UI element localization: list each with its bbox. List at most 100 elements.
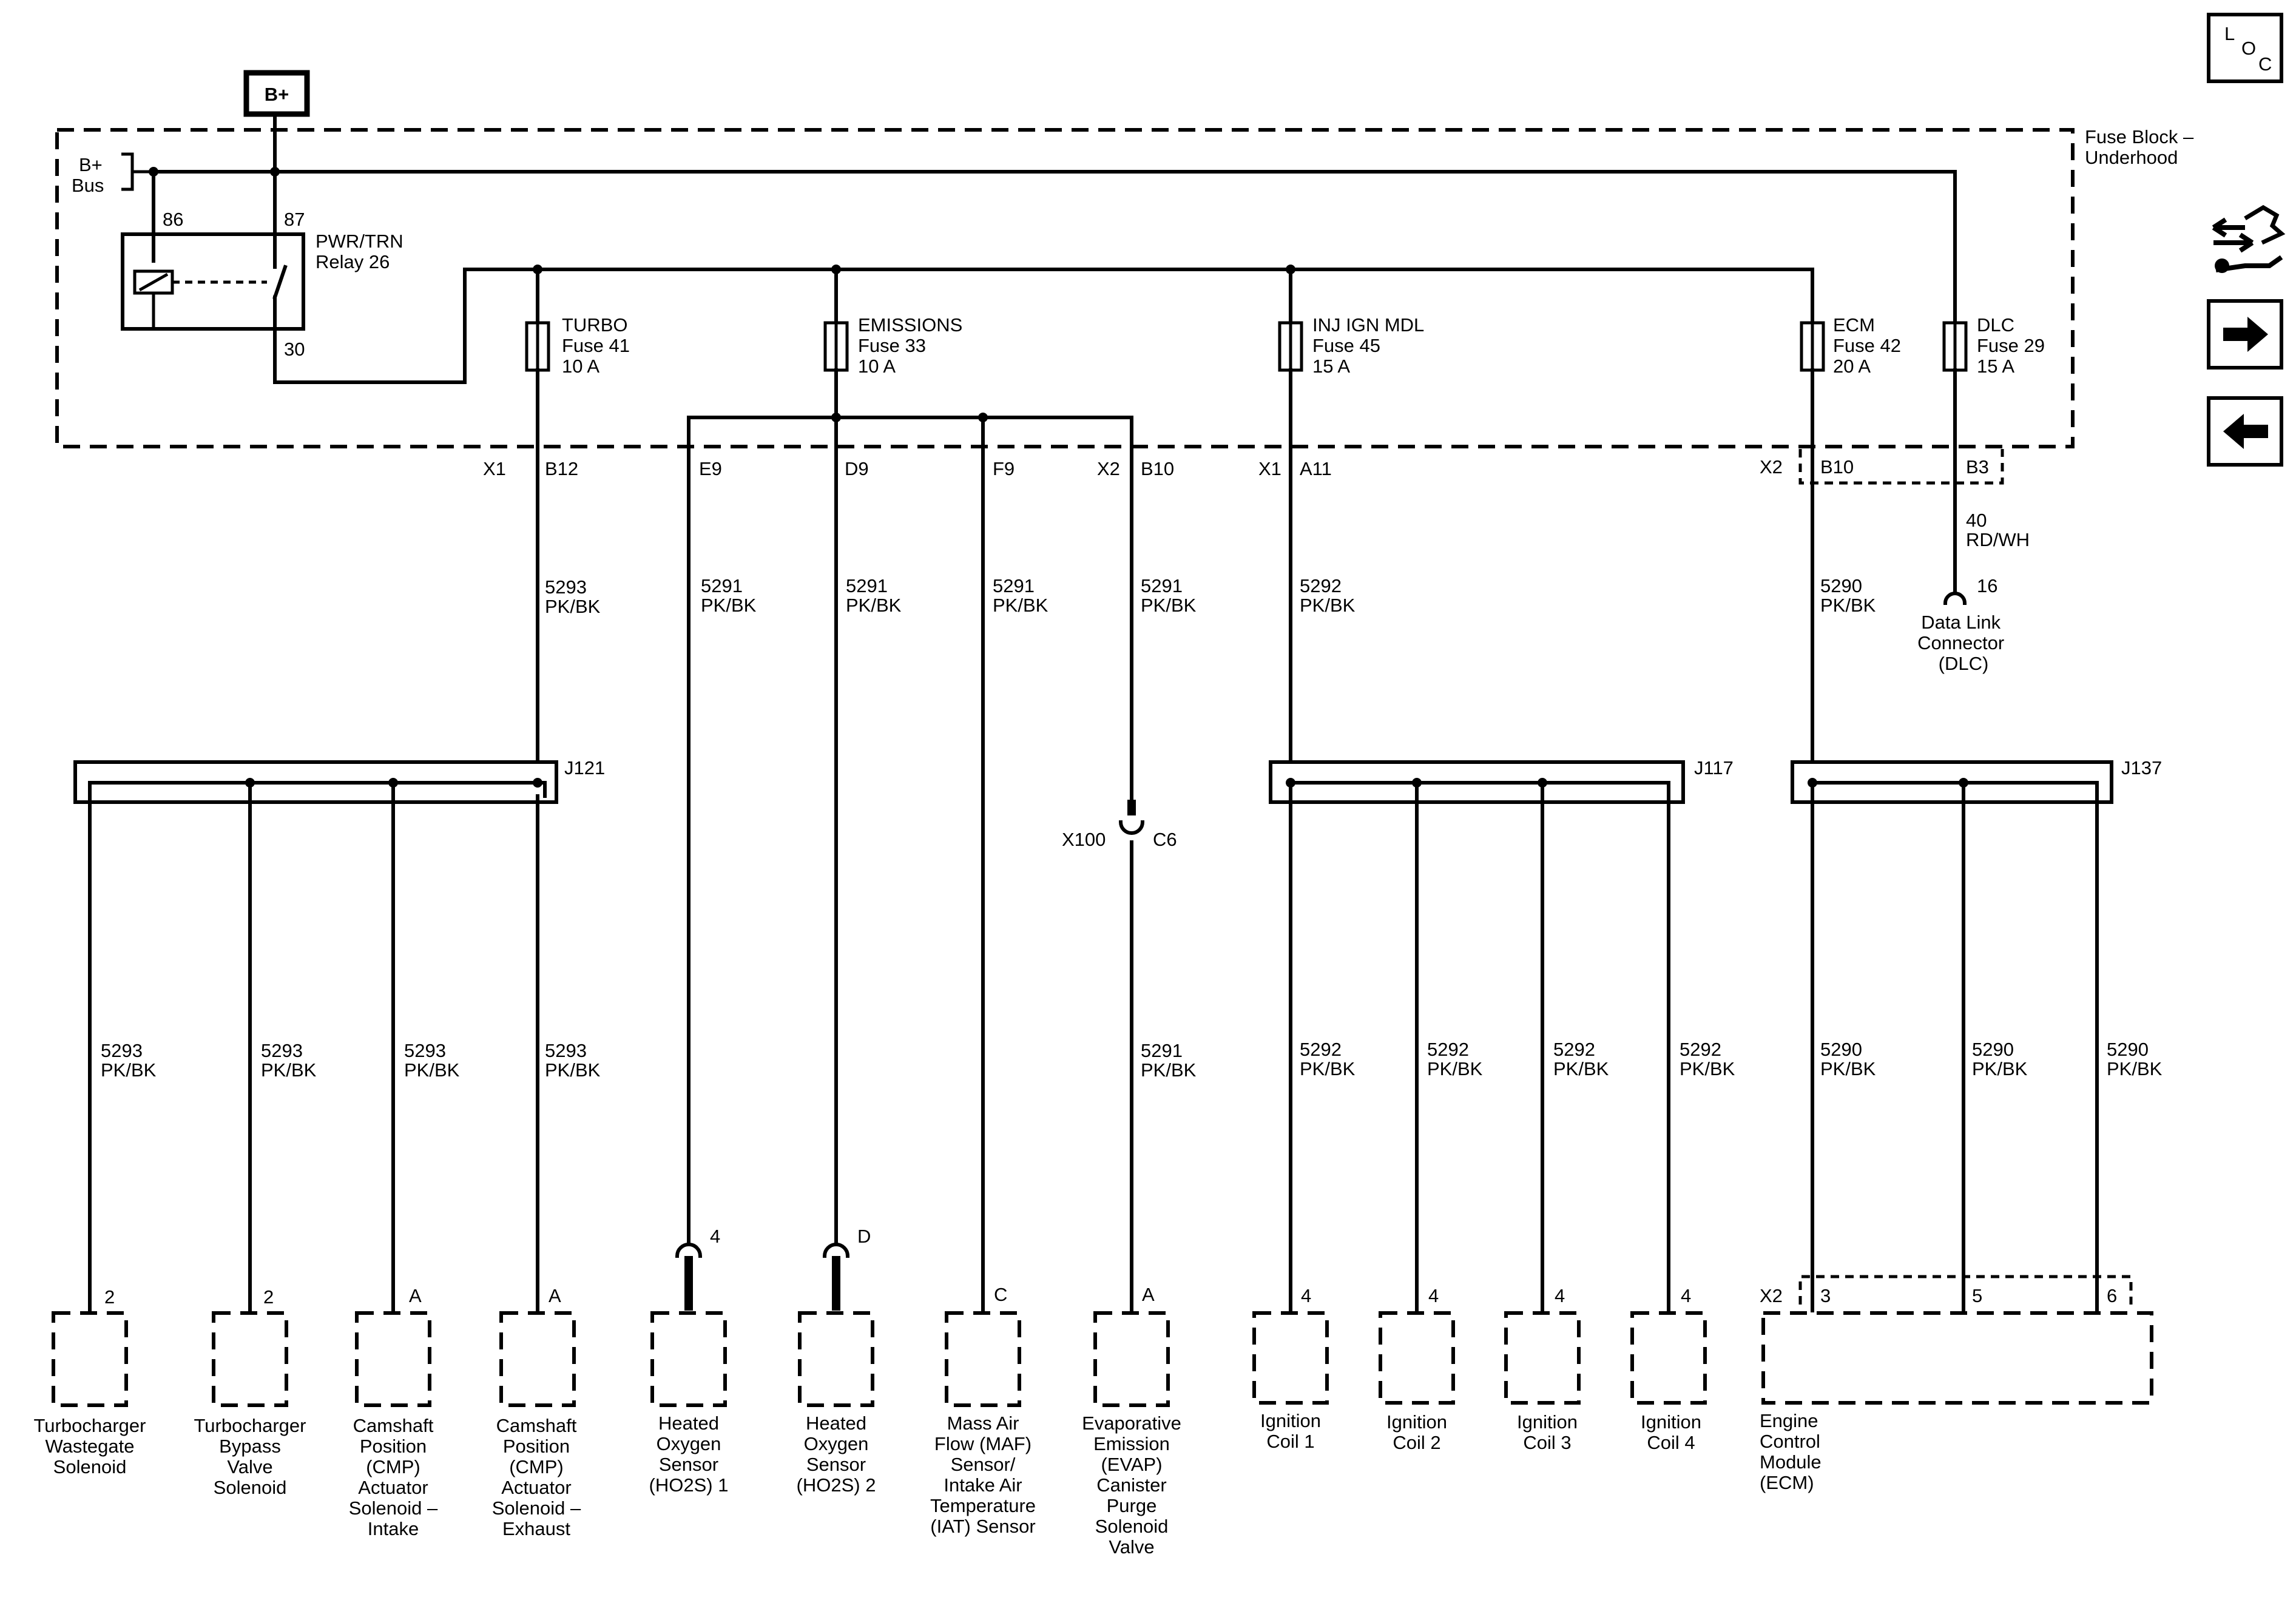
relay-pin-86: 86 [163, 209, 183, 230]
splice-j137: J137 [1791, 757, 2162, 1312]
b-plus-bus-label: B+ Bus [72, 154, 107, 196]
dlc-name: Data Link Connector (DLC) [1917, 612, 2010, 674]
conn-x1-b: X1 [1258, 458, 1281, 479]
arrow-right-icon [2223, 317, 2268, 352]
previous-page-button[interactable] [2207, 396, 2283, 467]
relay-name: PWR/TRN Relay 26 [316, 231, 408, 272]
svg-text:C6: C6 [1153, 829, 1177, 850]
conn-b3: B3 [1966, 456, 1989, 478]
conn-f9: F9 [993, 458, 1015, 479]
svg-text:L: L [2224, 23, 2235, 44]
conn-d9: D9 [845, 458, 869, 479]
conn-e9: E9 [699, 458, 722, 479]
svg-text:3: 3 [1820, 1285, 1831, 1306]
splice-j117-label: J117 [1694, 757, 1734, 778]
relay-pin-30: 30 [284, 339, 305, 360]
fuse-inj-ign-mdl-label: INJ IGN MDL Fuse 45 15 A [1312, 314, 1429, 377]
svg-text:2: 2 [104, 1286, 115, 1308]
svg-text:X2: X2 [1760, 1285, 1783, 1306]
svg-text:C: C [994, 1284, 1007, 1305]
location-button[interactable]: L O C [2207, 13, 2283, 83]
ho2s-1-connector: 4 [675, 1226, 720, 1311]
splice-j137-label: J137 [2121, 757, 2162, 778]
conn-b10-b: B10 [1820, 456, 1854, 478]
dlc-pin: 16 [1977, 575, 1997, 596]
b-plus-label: B+ [265, 84, 289, 105]
svg-text:4: 4 [1681, 1285, 1691, 1306]
fuse-emissions-label: EMISSIONS Fuse 33 10 A [858, 314, 968, 377]
next-page-button[interactable] [2207, 299, 2283, 370]
x2-connector-bracket [1798, 449, 2004, 485]
service-info-icon[interactable] [2212, 204, 2286, 273]
svg-text:4: 4 [1428, 1285, 1439, 1306]
svg-text:4: 4 [1301, 1285, 1311, 1306]
fuse-block-label: Fuse Block – Underhood [2085, 126, 2199, 168]
fuse-block-outline [55, 128, 2075, 448]
svg-text:X100: X100 [1062, 829, 1106, 850]
ho2s-2-connector: D [822, 1226, 871, 1311]
svg-text:O: O [2241, 38, 2256, 59]
conn-x2-b: X2 [1760, 456, 1783, 478]
fuse-turbo-label: TURBO Fuse 41 10 A [562, 314, 635, 377]
conn-x2-a: X2 [1097, 458, 1120, 479]
fuse-ecm-label: ECM Fuse 42 20 A [1833, 314, 1906, 377]
svg-text:4: 4 [1555, 1285, 1565, 1306]
svg-text:A: A [549, 1285, 561, 1306]
svg-text:C: C [2258, 53, 2272, 75]
svg-text:2: 2 [263, 1286, 274, 1308]
fuse-dlc-label: DLC Fuse 29 15 A [1977, 314, 2050, 377]
splice-j121: J121 [73, 757, 605, 1312]
conn-x1: X1 [483, 458, 506, 479]
svg-text:A: A [409, 1285, 422, 1306]
splice-j121-label: J121 [564, 757, 605, 778]
svg-text:D: D [857, 1226, 871, 1247]
conn-b12: B12 [545, 458, 578, 479]
relay-pin-87: 87 [284, 209, 305, 230]
pwr-trn-relay: 86 87 30 PWR/TRN Relay 26 [121, 170, 408, 384]
inline-connector-x100: X100 C6 [1062, 800, 1177, 850]
dlc-terminal [1943, 592, 1967, 606]
